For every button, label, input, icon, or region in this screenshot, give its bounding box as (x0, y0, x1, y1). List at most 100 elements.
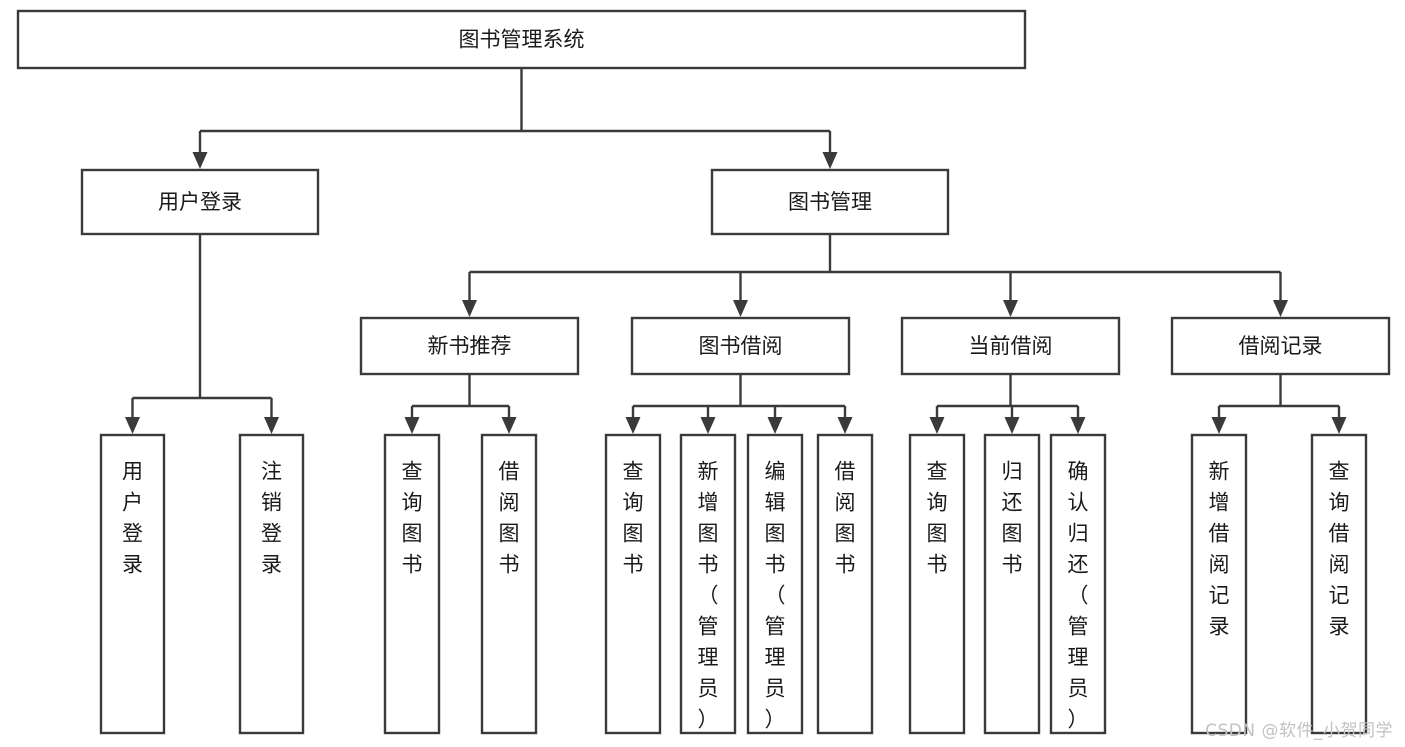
svg-text:查: 查 (402, 460, 423, 484)
node-user-login[interactable]: 用户登录 (80, 168, 320, 236)
svg-text:（: （ (698, 584, 719, 608)
svg-text:录: 录 (122, 553, 143, 577)
svg-text:录: 录 (261, 553, 282, 577)
svg-text:书: 书 (499, 553, 520, 577)
svg-text:图: 图 (623, 522, 644, 546)
svg-text:员: 员 (698, 677, 719, 701)
svg-text:用: 用 (122, 460, 143, 484)
node-label-borrow-record: 借阅记录 (1239, 334, 1323, 358)
bookmanage-to-level3-arrow-2 (1003, 300, 1018, 317)
svg-text:还: 还 (1002, 491, 1023, 515)
svg-text:管: 管 (698, 615, 719, 639)
borrow-leaves-arrow-2 (767, 417, 783, 434)
node-leaf-user-login[interactable]: 用户登录 (99, 433, 166, 735)
svg-text:员: 员 (1068, 677, 1089, 701)
svg-text:借: 借 (499, 460, 520, 484)
root-to-level2-arrow-1 (822, 152, 838, 169)
svg-text:归: 归 (1002, 460, 1023, 484)
current-leaves-arrow-1 (1004, 417, 1020, 434)
svg-text:（: （ (1068, 584, 1089, 608)
node-borrow-record[interactable]: 借阅记录 (1170, 316, 1391, 376)
node-label-root: 图书管理系统 (459, 28, 585, 52)
svg-text:询: 询 (623, 491, 644, 515)
svg-text:录: 录 (1329, 615, 1350, 639)
node-label-book-manage: 图书管理 (788, 190, 872, 214)
userlogin-leaves-arrow-1 (264, 417, 279, 434)
borrow-leaves-arrow-3 (837, 417, 853, 434)
node-book-manage[interactable]: 图书管理 (710, 168, 950, 236)
svg-text:）: ） (765, 708, 786, 732)
svg-text:（: （ (765, 584, 786, 608)
svg-text:阅: 阅 (1329, 553, 1350, 577)
svg-text:图: 图 (698, 522, 719, 546)
node-root[interactable]: 图书管理系统 (16, 9, 1027, 70)
svg-text:书: 书 (402, 553, 423, 577)
svg-text:新: 新 (698, 460, 719, 484)
svg-text:理: 理 (698, 646, 719, 670)
svg-text:书: 书 (927, 553, 948, 577)
svg-text:编: 编 (765, 460, 786, 484)
svg-text:增: 增 (1209, 491, 1230, 515)
svg-text:询: 询 (927, 491, 948, 515)
node-label-book-borrow: 图书借阅 (699, 334, 783, 358)
svg-text:阅: 阅 (1209, 553, 1230, 577)
svg-text:录: 录 (1209, 615, 1230, 639)
svg-text:书: 书 (698, 553, 719, 577)
nodes-layer: 图书管理系统用户登录图书管理新书推荐图书借阅当前借阅借阅记录用户登录注销登录查询… (16, 9, 1391, 735)
record-leaves-arrow-0 (1211, 417, 1227, 434)
svg-text:登: 登 (122, 522, 143, 546)
svg-text:查: 查 (927, 460, 948, 484)
svg-text:图: 图 (1002, 522, 1023, 546)
svg-text:归: 归 (1068, 522, 1089, 546)
connectors-layer (125, 68, 1347, 434)
current-leaves-arrow-0 (929, 417, 945, 434)
svg-text:辑: 辑 (765, 491, 786, 515)
svg-text:图: 图 (499, 522, 520, 546)
svg-text:认: 认 (1068, 491, 1089, 515)
svg-text:）: ） (1068, 708, 1089, 732)
svg-text:图: 图 (765, 522, 786, 546)
svg-text:确: 确 (1068, 460, 1089, 484)
svg-text:户: 户 (122, 491, 143, 515)
svg-text:查: 查 (1329, 460, 1350, 484)
svg-text:书: 书 (835, 553, 856, 577)
recommend-leaves-arrow-0 (404, 417, 420, 434)
borrow-leaves-arrow-1 (700, 417, 716, 434)
svg-text:图: 图 (402, 522, 423, 546)
node-current-borrow[interactable]: 当前借阅 (900, 316, 1121, 376)
svg-text:还: 还 (1068, 553, 1089, 577)
svg-text:书: 书 (765, 553, 786, 577)
svg-text:阅: 阅 (499, 491, 520, 515)
svg-text:图: 图 (927, 522, 948, 546)
svg-text:管: 管 (1068, 615, 1089, 639)
node-label-user-login: 用户登录 (158, 190, 242, 214)
svg-text:记: 记 (1329, 584, 1350, 608)
root-to-level2-arrow-0 (192, 152, 208, 169)
svg-text:图: 图 (835, 522, 856, 546)
node-new-book-recommend[interactable]: 新书推荐 (359, 316, 580, 376)
node-book-borrow[interactable]: 图书借阅 (630, 316, 851, 376)
svg-text:理: 理 (765, 646, 786, 670)
